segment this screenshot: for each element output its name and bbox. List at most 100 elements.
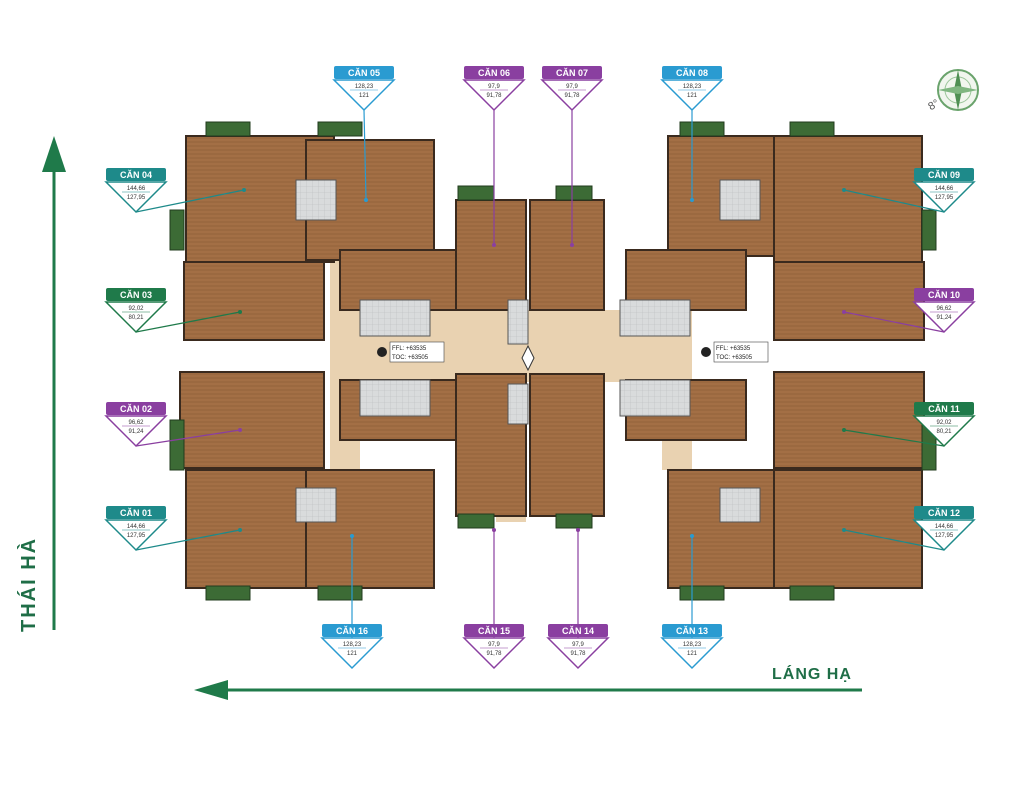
leader-line (843, 189, 945, 213)
unit-area-gross: 92,02 (128, 306, 144, 312)
unit-area-gross: 97,9 (572, 642, 584, 648)
unit-tag-diamond (912, 181, 976, 214)
service-core (507, 299, 529, 345)
balcony (205, 585, 251, 601)
unit-area-gross: 144,66 (127, 186, 146, 192)
service-core (719, 487, 761, 523)
leader-dot (842, 188, 846, 192)
balcony (169, 419, 185, 471)
balcony (679, 121, 725, 137)
apartment-block (773, 261, 925, 341)
unit-area-gross: 128,23 (355, 84, 374, 90)
unit-tag[interactable]: CĂN 05 128,23 121 (332, 66, 396, 202)
balcony (921, 209, 937, 251)
unit-tag-header (914, 168, 974, 181)
unit-area-net: 127,95 (127, 533, 146, 539)
balcony (555, 185, 593, 201)
level-ffl: FFL: +63535 (716, 346, 751, 352)
unit-tag-header (106, 168, 166, 181)
unit-id: CĂN 15 (478, 626, 510, 636)
level-toc: TOC: +63505 (392, 355, 429, 361)
leader-dot (364, 198, 368, 202)
unit-area-net: 121 (687, 651, 698, 657)
unit-tag-header (322, 624, 382, 637)
balcony (789, 121, 835, 137)
unit-area-net: 121 (359, 93, 370, 99)
lang-ha-arrow (194, 680, 862, 700)
leader-dot (570, 243, 574, 247)
leader-dot (492, 243, 496, 247)
unit-tag-diamond (912, 415, 976, 448)
apartment-block (529, 373, 605, 517)
unit-id: CĂN 12 (928, 508, 960, 518)
unit-area-gross: 144,66 (127, 524, 146, 530)
unit-area-net: 91,78 (486, 93, 502, 99)
unit-tag-diamond (540, 79, 604, 112)
unit-tag-diamond (912, 519, 976, 552)
leader-dot (690, 534, 694, 538)
unit-area-net: 127,95 (935, 533, 954, 539)
unit-tag[interactable]: CĂN 16 128,23 121 (320, 534, 384, 670)
unit-id: CĂN 08 (676, 68, 708, 78)
unit-area-gross: 144,66 (935, 186, 954, 192)
unit-tag-diamond (320, 637, 384, 670)
unit-area-gross: 96,62 (936, 306, 952, 312)
unit-area-gross: 128,23 (343, 642, 362, 648)
leader-line (843, 311, 945, 333)
unit-tag-header (662, 66, 722, 79)
leader-line (135, 311, 241, 333)
unit-id: CĂN 05 (348, 68, 380, 78)
service-core (619, 379, 691, 417)
unit-id: CĂN 14 (562, 626, 594, 636)
leader-dot (238, 310, 242, 314)
compass-label: 8° (926, 97, 941, 113)
unit-id: CĂN 06 (478, 68, 510, 78)
service-core (359, 379, 431, 417)
apartment-block (773, 371, 925, 469)
unit-tag-header (914, 402, 974, 415)
service-core (359, 299, 431, 337)
unit-id: CĂN 11 (928, 404, 960, 414)
unit-area-gross: 97,9 (566, 84, 578, 90)
unit-area-gross: 96,62 (128, 420, 144, 426)
unit-area-net: 80,21 (936, 429, 952, 435)
balcony (457, 513, 495, 529)
balcony (457, 185, 495, 201)
level-ffl: FFL: +63535 (392, 346, 427, 352)
unit-tag[interactable]: CĂN 01 144,66 127,95 (104, 506, 242, 552)
unit-area-net: 121 (347, 651, 358, 657)
apartment-block (179, 371, 325, 469)
unit-area-gross: 144,66 (935, 524, 954, 530)
unit-tag-diamond (104, 301, 168, 334)
service-core (295, 179, 337, 221)
balcony (205, 121, 251, 137)
unit-tag-header (106, 506, 166, 519)
unit-id: CĂN 16 (336, 626, 368, 636)
unit-id: CĂN 01 (120, 508, 152, 518)
unit-tag-header (914, 288, 974, 301)
unit-tag[interactable]: CĂN 12 144,66 127,95 (842, 506, 976, 552)
unit-tag-header (548, 624, 608, 637)
unit-area-gross: 128,23 (683, 84, 702, 90)
unit-area-net: 91,24 (936, 315, 952, 321)
balcony (555, 513, 593, 529)
unit-tag-header (542, 66, 602, 79)
apartment-block (455, 199, 527, 311)
leader-line (843, 429, 945, 447)
unit-tag-diamond (462, 637, 526, 670)
unit-id: CĂN 03 (120, 290, 152, 300)
unit-tag-header (662, 624, 722, 637)
